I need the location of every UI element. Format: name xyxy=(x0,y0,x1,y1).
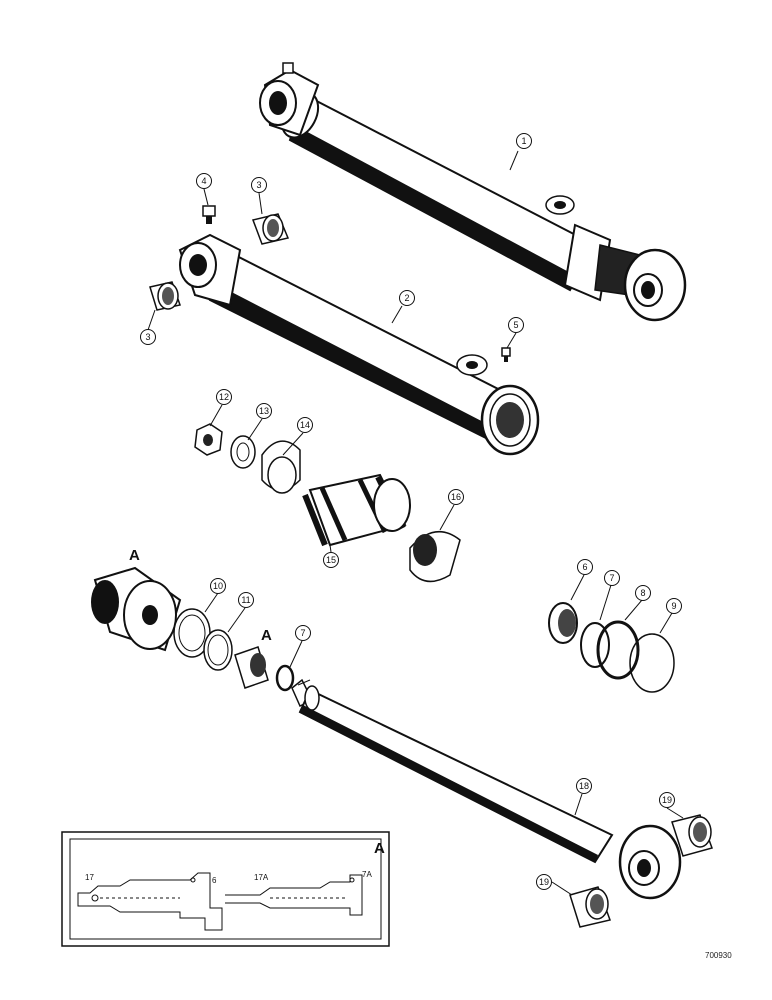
part-5-fitting xyxy=(501,347,511,362)
callout-15: 15 xyxy=(323,552,339,568)
svg-text:19: 19 xyxy=(539,877,549,887)
callout-18: 18 xyxy=(576,778,592,794)
svg-text:4: 4 xyxy=(201,176,206,186)
callout-1: 1 xyxy=(516,133,532,149)
part-7-o-ring xyxy=(275,664,295,692)
callout-6: 6 xyxy=(577,559,593,575)
part-7-o-ring-small xyxy=(580,622,610,668)
part-16-wear-ring xyxy=(409,531,461,583)
part-6-seal xyxy=(548,602,578,644)
svg-text:7: 7 xyxy=(609,573,614,583)
svg-text:8: 8 xyxy=(640,588,645,598)
callout-7-left: 7 xyxy=(295,625,311,641)
part-9-backup-ring xyxy=(629,633,675,693)
svg-text:14: 14 xyxy=(300,420,310,430)
callout-3-upper: 3 xyxy=(251,177,267,193)
svg-text:18: 18 xyxy=(579,781,589,791)
svg-text:12: 12 xyxy=(219,392,229,402)
svg-text:6: 6 xyxy=(582,562,587,572)
svg-text:10: 10 xyxy=(213,581,223,591)
callout-10: 10 xyxy=(210,578,226,594)
callout-16: 16 xyxy=(448,489,464,505)
part-15-piston xyxy=(302,473,411,547)
part-19-bushing-right xyxy=(671,814,713,857)
svg-text:7: 7 xyxy=(300,628,305,638)
part-head-gland xyxy=(91,566,182,652)
callout-11: 11 xyxy=(238,592,254,608)
detail-label-17: 17 xyxy=(85,873,94,882)
svg-text:1: 1 xyxy=(521,136,526,146)
section-label-a-main: A xyxy=(129,547,140,564)
part-4-grease-fitting xyxy=(202,205,216,224)
detail-label-6: 6 xyxy=(212,876,217,885)
callout-13: 13 xyxy=(256,403,272,419)
svg-text:3: 3 xyxy=(256,180,261,190)
part-19-bushing-left xyxy=(569,886,611,928)
part-14-backup-ring xyxy=(261,440,301,494)
svg-text:19: 19 xyxy=(662,795,672,805)
part-13-washer xyxy=(230,435,256,469)
callout-7-right: 7 xyxy=(604,570,620,586)
part-2-cylinder-barrel xyxy=(178,233,540,456)
part-18-piston-rod xyxy=(291,678,682,900)
svg-text:16: 16 xyxy=(451,492,461,502)
leader-lines xyxy=(147,150,684,896)
part-1-cylinder-assembly xyxy=(259,62,687,322)
part-11-ring xyxy=(203,629,233,671)
part-12-nut xyxy=(194,423,223,456)
detail-view-a: A 17 6 17A 7A xyxy=(61,831,390,947)
part-3-bushing-upper xyxy=(251,213,290,245)
callout-5: 5 xyxy=(508,317,524,333)
detail-label-7a: 7A xyxy=(362,870,372,879)
detail-label-17a: 17A xyxy=(254,873,269,882)
svg-text:5: 5 xyxy=(513,320,518,330)
callout-14: 14 xyxy=(297,417,313,433)
svg-text:15: 15 xyxy=(326,555,336,565)
callout-4: 4 xyxy=(196,173,212,189)
callout-19-right: 19 xyxy=(659,792,675,808)
detail-section-letter: A xyxy=(374,840,385,857)
svg-text:13: 13 xyxy=(259,406,269,416)
callout-9: 9 xyxy=(666,598,682,614)
section-label-a-mid: A xyxy=(261,627,272,644)
callout-8: 8 xyxy=(635,585,651,601)
svg-text:2: 2 xyxy=(404,293,409,303)
svg-text:3: 3 xyxy=(145,332,150,342)
callout-19-left: 19 xyxy=(536,874,552,890)
part-3-bushing-lower xyxy=(149,281,181,311)
part-a-wiper xyxy=(234,646,269,689)
figure-id: 700930 xyxy=(705,951,732,960)
callout-2: 2 xyxy=(399,290,415,306)
callout-3-lower: 3 xyxy=(140,329,156,345)
callout-12: 12 xyxy=(216,389,232,405)
callouts: 1 2 3 3 4 5 12 13 14 15 16 10 11 7 6 7 8… xyxy=(140,133,682,890)
svg-text:9: 9 xyxy=(671,601,676,611)
part-8-o-ring xyxy=(596,620,640,680)
detail-cross-section xyxy=(77,872,363,931)
svg-text:11: 11 xyxy=(241,595,250,605)
part-10-ring xyxy=(173,608,211,658)
